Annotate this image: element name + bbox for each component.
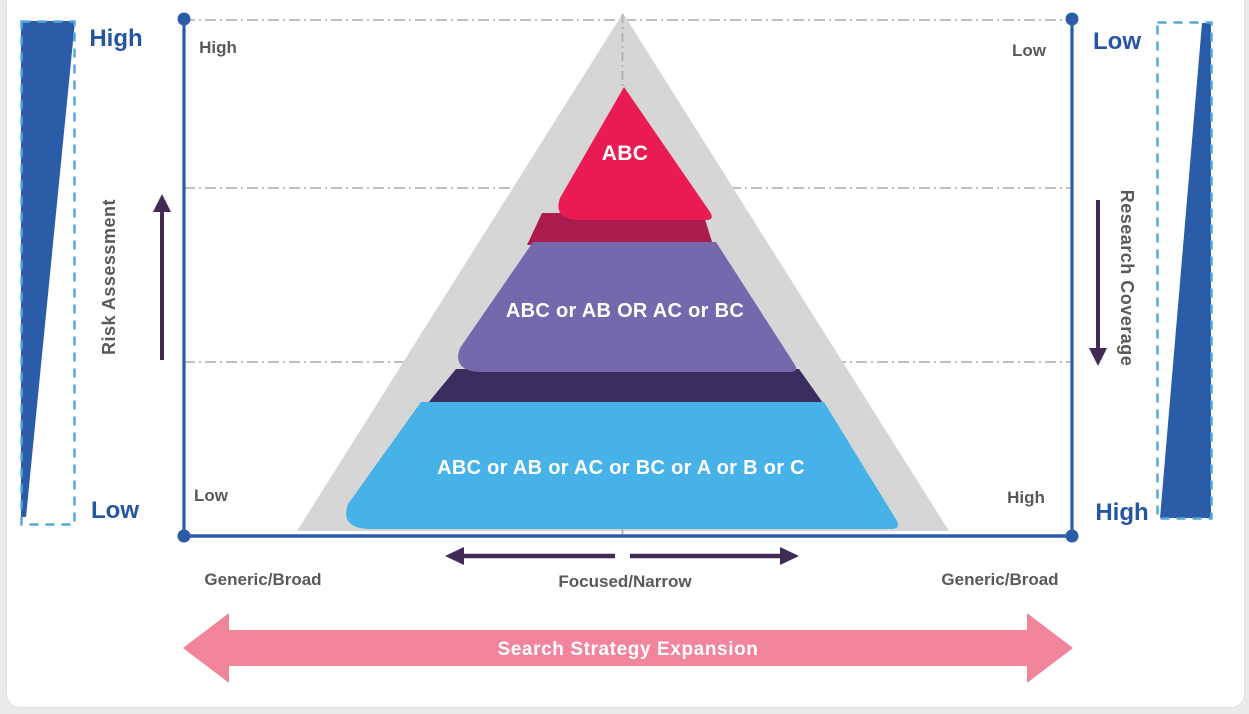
gauge-right-top-label: Low	[1093, 28, 1141, 55]
risk-assessment-axis-title: Risk Assessment	[99, 199, 119, 355]
axis-dot-top-right	[1065, 12, 1079, 26]
coverage-down-arrow-icon	[1089, 200, 1107, 366]
pyramid-layer-2-shadow	[428, 369, 823, 403]
axis-dot-top-left	[177, 12, 191, 26]
gauge-left-top-label: High	[89, 25, 142, 52]
corner-label-top-left: High	[199, 38, 237, 57]
gauge-left-bottom-label: Low	[91, 497, 139, 524]
corner-label-bottom-right: High	[1007, 488, 1045, 507]
coverage-gauge-wedge	[1160, 23, 1211, 518]
axis-dot-bottom-right	[1065, 529, 1079, 543]
corner-label-top-right: Low	[1012, 41, 1047, 60]
x-label-generic-broad-left: Generic/Broad	[204, 570, 321, 589]
axis-dot-bottom-left	[177, 529, 191, 543]
pyramid-layer-2-label: ABC or AB OR AC or BC	[506, 300, 744, 322]
risk-up-arrow-icon	[153, 194, 171, 360]
pyramid-layer-3-label: ABC or AB or AC or BC or A or B or C	[437, 457, 805, 479]
pyramid-layer-3	[346, 402, 899, 530]
x-label-focused-narrow: Focused/Narrow	[558, 572, 692, 591]
search-strategy-expansion-label: Search Strategy Expansion	[497, 639, 758, 660]
risk-gauge-frame	[20, 20, 76, 526]
pyramid-layer-1-shadow	[527, 213, 713, 245]
x-label-generic-broad-right: Generic/Broad	[941, 570, 1058, 589]
narrow-left-arrow-icon	[445, 547, 615, 565]
search-strategy-expansion-arrow	[183, 613, 1073, 683]
risk-gauge-wedge	[21, 21, 75, 517]
pyramid-layer-1-label: ABC	[602, 142, 648, 165]
narrow-right-arrow-icon	[630, 547, 799, 565]
gauge-right-bottom-label: High	[1095, 499, 1148, 526]
coverage-gauge-frame	[1156, 21, 1213, 520]
corner-label-bottom-left: Low	[194, 486, 229, 505]
pyramid-layer-1	[558, 87, 712, 221]
research-coverage-axis-title: Research Coverage	[1117, 190, 1137, 367]
pyramid-layer-2	[458, 242, 797, 373]
